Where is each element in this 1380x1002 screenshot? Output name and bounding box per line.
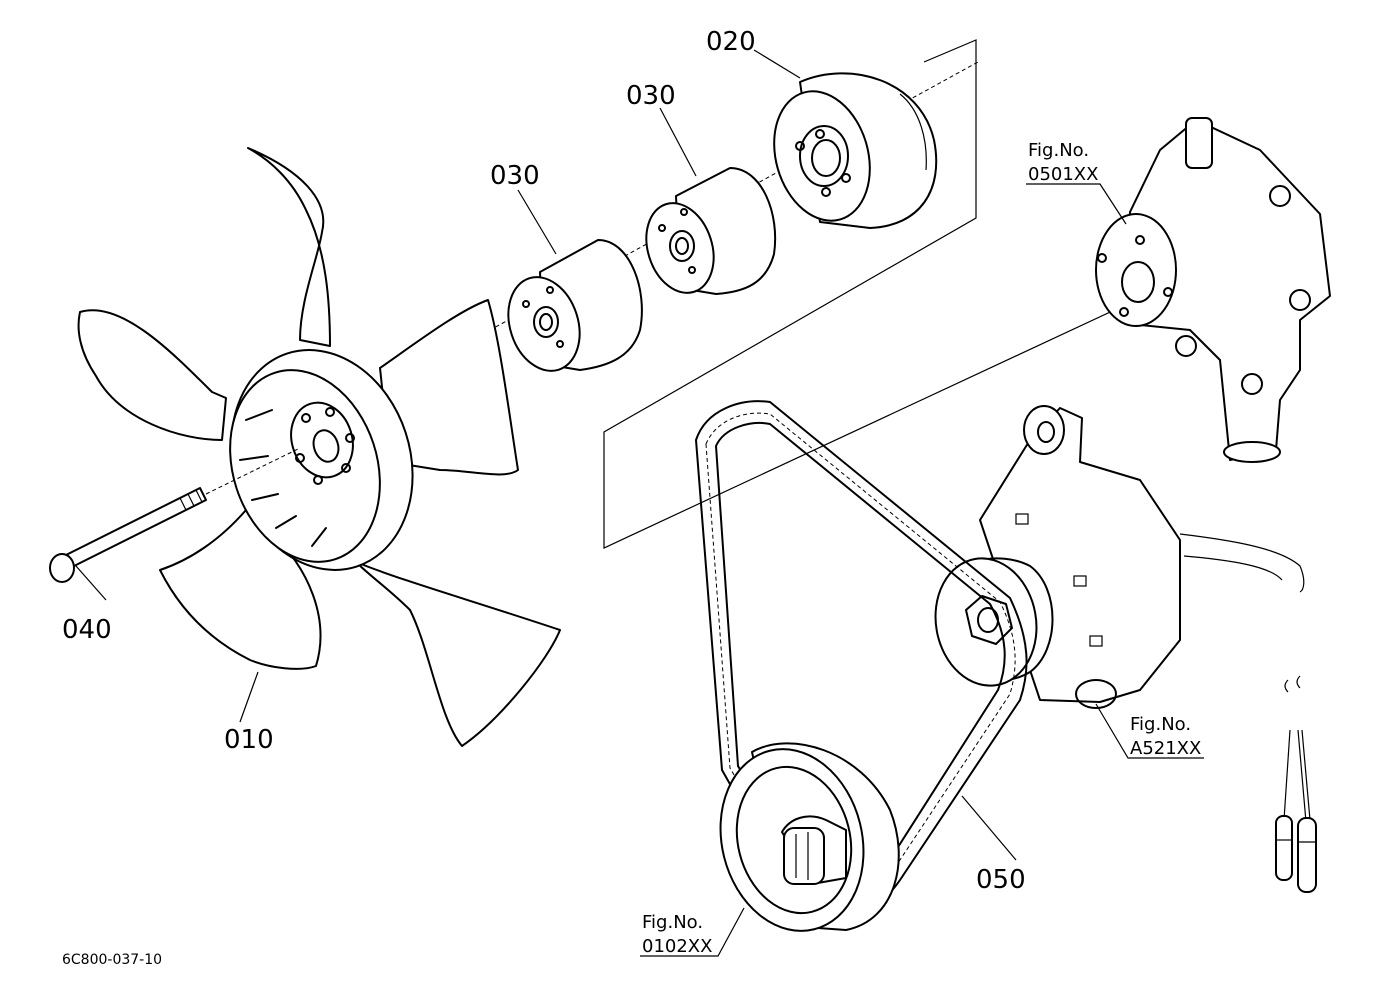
part-number-020: 020: [706, 27, 756, 57]
fig-ref-crank-pulley-prefix: Fig.No.: [642, 912, 703, 933]
part-number-030-rear: 030: [626, 81, 676, 111]
fan-blade: [77, 309, 227, 441]
fig-ref-water-pump-prefix: Fig.No.: [1028, 140, 1089, 161]
fan-blade: [379, 299, 519, 476]
fig-ref-crank-pulley-code: 0102XX: [642, 936, 712, 957]
wire-harness: [1275, 675, 1317, 893]
water-pump-pulley: [773, 72, 938, 229]
crankshaft-pulley: [719, 742, 900, 932]
fan-blade: [247, 147, 331, 347]
part-number-030-front: 030: [490, 161, 540, 191]
leader-lines: [75, 49, 1204, 957]
drawing-code: 6C800-037-10: [62, 952, 162, 968]
fig-ref-water-pump-code: 0501XX: [1028, 164, 1098, 185]
fan-bolt: [49, 447, 301, 583]
fan-blade: [355, 561, 561, 747]
part-number-010: 010: [224, 725, 274, 755]
spacer-rear: [645, 167, 777, 295]
cooling-fan: [77, 147, 561, 747]
fig-ref-alternator-prefix: Fig.No.: [1130, 714, 1191, 735]
fig-ref-alternator-code: A521XX: [1130, 738, 1201, 759]
spacer-front: [507, 239, 643, 372]
fan-hub-face: [229, 369, 381, 563]
water-pump: [1095, 117, 1331, 463]
part-number-040: 040: [62, 615, 112, 645]
part-number-050: 050: [976, 865, 1026, 895]
